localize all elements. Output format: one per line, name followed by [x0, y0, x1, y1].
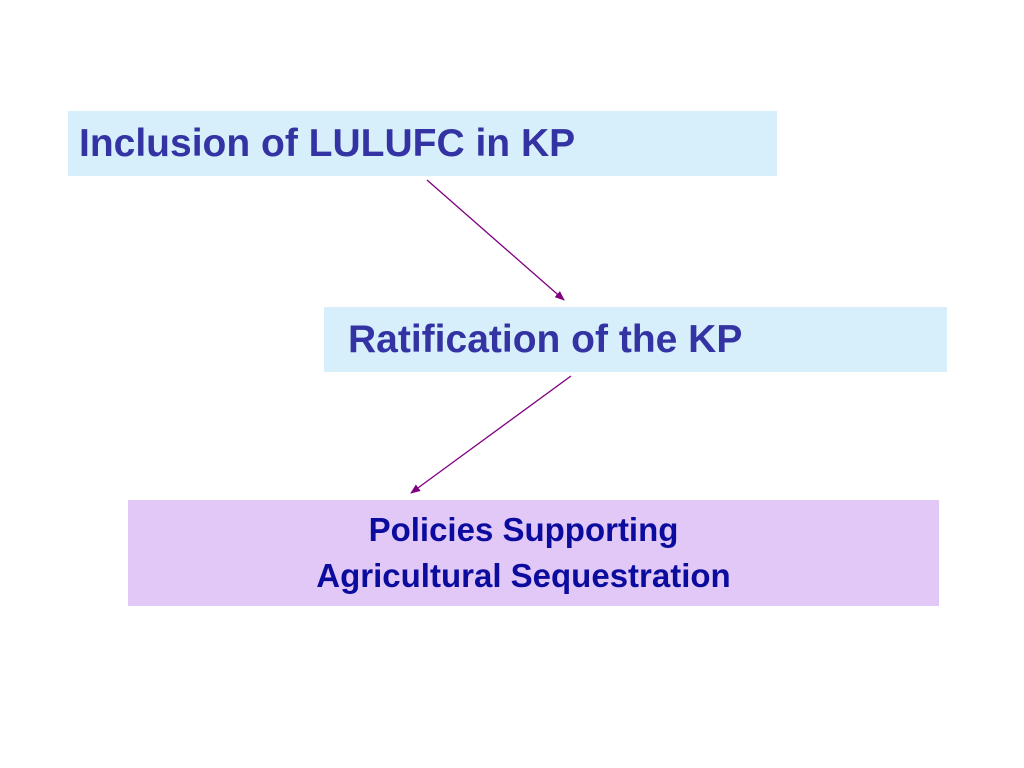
arrow-ratification-to-policies [410, 375, 572, 494]
node-ratification-kp-label: Ratification of the KP [348, 318, 743, 361]
node-ratification-kp: Ratification of the KP [324, 307, 947, 372]
node-inclusion-lulufc: Inclusion of LULUFC in KP [68, 111, 777, 176]
node-policies-supporting-line-2: Agricultural Sequestration [316, 557, 731, 594]
node-inclusion-lulufc-label: Inclusion of LULUFC in KP [79, 122, 576, 165]
arrow-inclusion-to-ratification [426, 179, 565, 301]
node-policies-supporting-line-1: Policies Supporting [368, 511, 679, 548]
node-policies-supporting: Policies Supporting Agricultural Sequest… [128, 500, 939, 606]
